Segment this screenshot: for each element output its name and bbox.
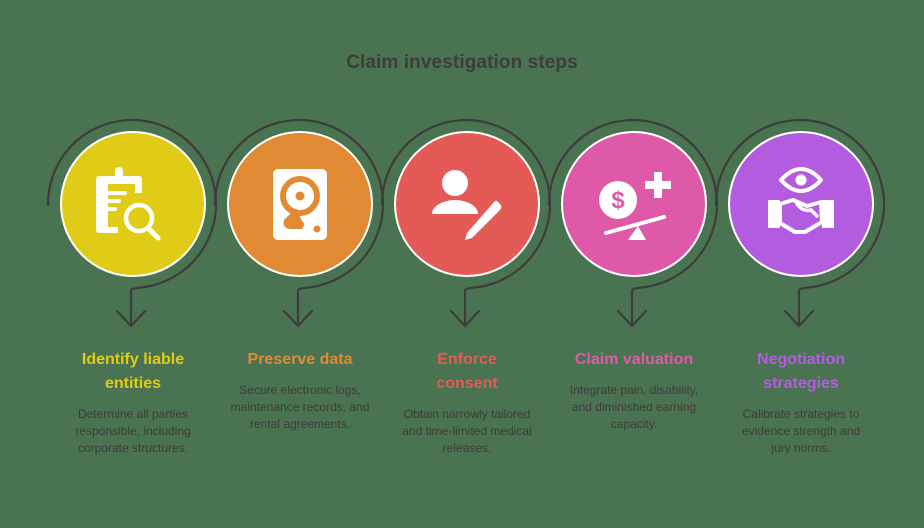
step-3 (380, 118, 552, 328)
money-scale-plus-icon: $ (599, 172, 671, 240)
step-description: Integrate pain, disability, and diminish… (569, 383, 699, 431)
step-description: Secure electronic logs, maintenance reco… (230, 383, 370, 431)
step-title: Claim valuation (574, 351, 694, 368)
step-description: Obtain narrowly tailored and time-limite… (402, 407, 532, 455)
clipboard-search-icon (96, 167, 161, 241)
step-3-text: Enforce consent Obtain narrowly tailored… (382, 348, 552, 457)
step-1 (46, 118, 218, 328)
hard-drive-icon (273, 169, 327, 240)
step-1-text: Identify liable entities Determine all p… (48, 348, 218, 457)
user-edit-icon (432, 170, 502, 240)
step-title: Identify liable entities (81, 351, 185, 392)
eye-handshake-icon (768, 167, 834, 234)
step-4: $ (547, 118, 719, 328)
step-description: Determine all parties responsible, inclu… (75, 407, 191, 455)
diagram-title: Claim investigation steps (346, 52, 578, 73)
step-5-text: Negotiation strategies Calibrate strateg… (716, 348, 886, 457)
step-title: Enforce consent (436, 351, 498, 392)
step-2-text: Preserve data Secure electronic logs, ma… (215, 348, 385, 433)
svg-text:$: $ (611, 187, 625, 214)
step-description: Calibrate strategies to evidence strengt… (741, 407, 861, 455)
step-4-text: Claim valuation Integrate pain, disabili… (549, 348, 719, 433)
step-5 (714, 118, 886, 328)
step-2 (213, 118, 385, 328)
step-title: Preserve data (247, 351, 353, 368)
step-title: Negotiation strategies (757, 351, 845, 392)
